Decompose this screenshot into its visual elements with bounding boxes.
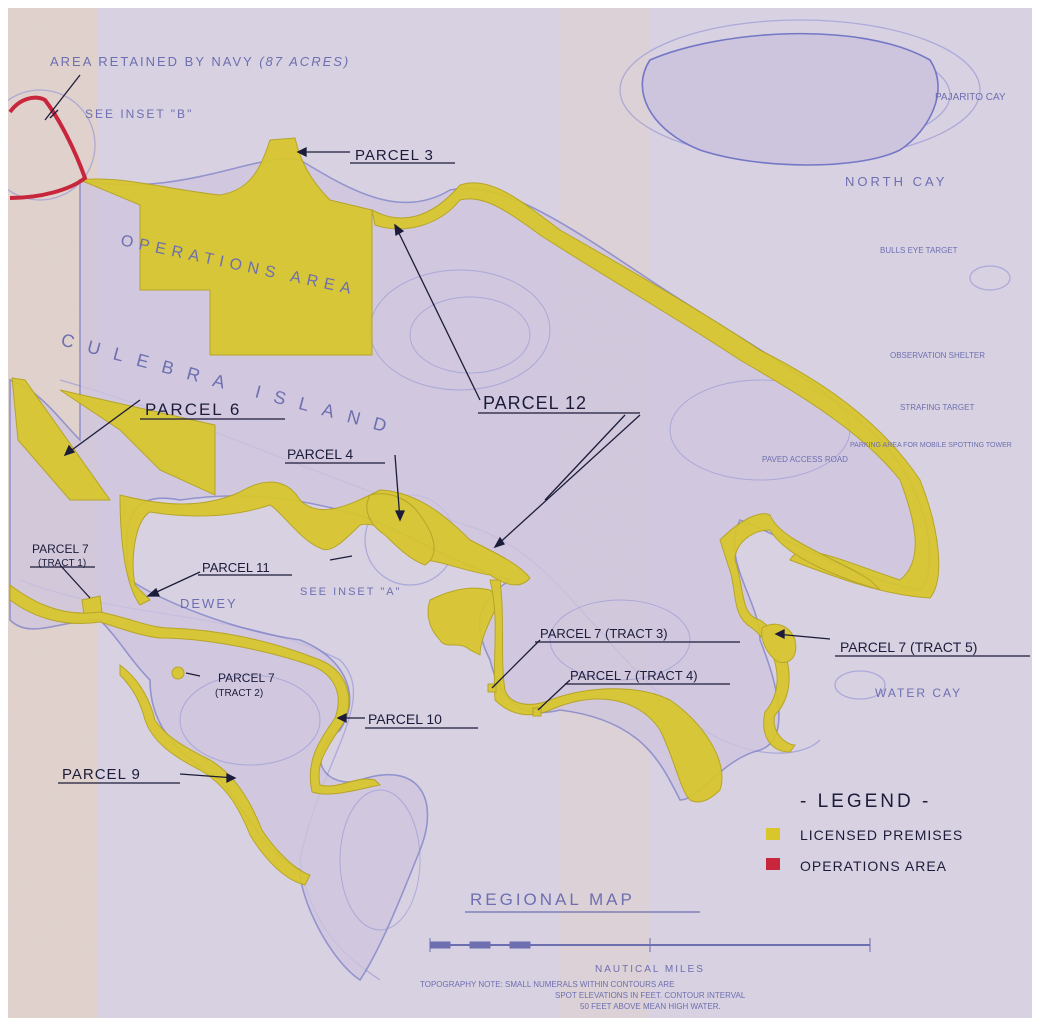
strafing-target: STRAFING TARGET (900, 403, 974, 412)
scale-title: NAUTICAL MILES (595, 964, 705, 975)
parcel-10-strip (9, 584, 382, 795)
parcel-12-strip (371, 182, 940, 599)
topo-note-line-3: 50 FEET ABOVE MEAN HIGH WATER. (580, 1002, 721, 1011)
licensed-premises (9, 137, 940, 886)
label-parcel-7-tract-4: PARCEL 7 (TRACT 4) (570, 668, 698, 683)
bulls-eye-target: BULLS EYE TARGET (880, 246, 958, 255)
regional-map-title: REGIONAL MAP (470, 890, 635, 909)
label-parcel-9: PARCEL 9 (62, 766, 141, 783)
label-parcel-3: PARCEL 3 (355, 147, 434, 164)
parking-area: PARKING AREA FOR MOBILE SPOTTING TOWER (850, 442, 1012, 449)
north-cay: NORTH CAY (845, 174, 947, 189)
parcel-9-strip (119, 663, 311, 886)
top-note: AREA RETAINED BY NAVY (87 ACRES) (50, 54, 350, 69)
legend-label-operations: OPERATIONS AREA (800, 858, 947, 874)
label-tract-1: (TRACT 1) (38, 558, 86, 569)
topo-note-line-2: SPOT ELEVATIONS IN FEET. CONTOUR INTERVA… (555, 991, 746, 1000)
leader-lines (44, 74, 831, 784)
label-parcel-6: PARCEL 6 (145, 400, 241, 419)
legend-title: - LEGEND - (800, 791, 931, 812)
pajarito-cay: PAJARITO CAY (935, 92, 1006, 103)
operations-area-outline (8, 95, 88, 200)
label-parcel-12: PARCEL 12 (483, 393, 587, 413)
parcel-4-block (366, 493, 435, 566)
label-parcel-7-tract-1: PARCEL 7 (32, 542, 89, 556)
label-parcel-4: PARCEL 4 (287, 446, 353, 462)
parcel-7-tract-5 (761, 623, 797, 664)
label-parcel-7-tract-2: PARCEL 7 (218, 671, 275, 685)
paved-access-road: PAVED ACCESS ROAD (762, 455, 848, 464)
parcel-6 (11, 377, 111, 501)
parcel-3-area (78, 137, 373, 356)
label-parcel-11: PARCEL 11 (202, 560, 270, 575)
southern-bay-strip (427, 587, 501, 656)
scale-bar (429, 938, 871, 952)
observation-shelter: OBSERVATION SHELTER (890, 351, 985, 360)
see-inset-b: SEE INSET "B" (85, 107, 193, 121)
legend: - LEGEND - LICENSED PREMISES OPERATIONS … (766, 791, 963, 874)
see-inset-a: SEE INSET "A" (300, 586, 401, 598)
label-parcel-7-tract-5: PARCEL 7 (TRACT 5) (840, 639, 977, 655)
topo-note-line-1: TOPOGRAPHY NOTE: SMALL NUMERALS WITHIN C… (420, 980, 674, 989)
legend-label-licensed: LICENSED PREMISES (800, 827, 963, 843)
label-underlines (30, 162, 1030, 784)
legend-swatch-licensed (766, 828, 780, 840)
water-cay: WATER CAY (875, 686, 962, 700)
legend-swatch-operations (766, 858, 780, 870)
southern-bay-strip-2 (489, 579, 723, 803)
parcel-11-strip (119, 481, 531, 606)
eastern-bay-loop (719, 513, 881, 753)
label-tract-2: (TRACT 2) (215, 688, 263, 699)
label-parcel-10: PARCEL 10 (368, 711, 442, 727)
parcel-7-tract-4 (532, 707, 542, 717)
parcel-7-tract-2 (171, 666, 185, 680)
north-cay-island (641, 32, 939, 166)
town-name: DEWEY (180, 596, 238, 611)
label-parcel-7-tract-3: PARCEL 7 (TRACT 3) (540, 626, 668, 641)
